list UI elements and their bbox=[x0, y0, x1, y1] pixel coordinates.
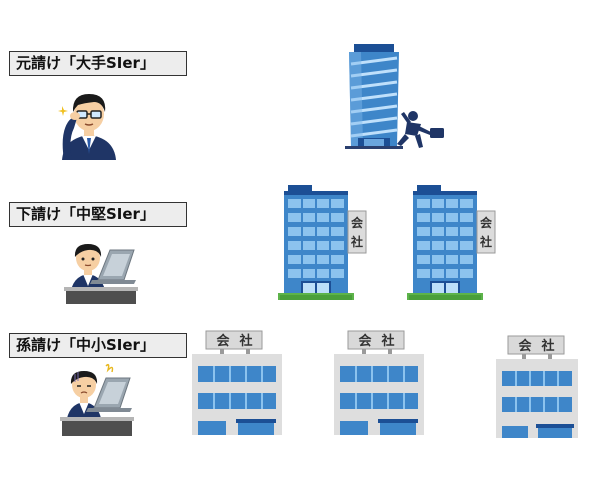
office-building-icon: 会 社 bbox=[407, 185, 496, 300]
sign-char-sha: 社 bbox=[350, 234, 363, 249]
sign-char-sha: 社 bbox=[380, 333, 394, 349]
tier-label-subcontractor: 下請け「中堅SIer」 bbox=[9, 202, 187, 227]
small-company-building-icon: 会 社 bbox=[334, 330, 424, 435]
tier-label-prime: 元請け「大手SIer」 bbox=[9, 51, 187, 76]
sign-char-sha: 社 bbox=[540, 338, 554, 354]
small-company-building-icon: 会 社 bbox=[192, 330, 282, 435]
falling-man-icon bbox=[397, 111, 444, 148]
sign-char-kai: 会 bbox=[480, 215, 493, 230]
tier-label-sub-subcontractor: 孫請け「中小SIer」 bbox=[9, 333, 187, 358]
sign-char-sha: 社 bbox=[238, 333, 252, 349]
tired-businessman-at-laptop-icon bbox=[60, 363, 134, 436]
sign-char-kai: 会 bbox=[518, 338, 532, 354]
sign-char-kai: 会 bbox=[351, 215, 364, 230]
small-company-building-icon: 会 社 bbox=[496, 335, 578, 438]
sign-char-kai: 会 bbox=[358, 333, 372, 349]
skyscraper-icon bbox=[345, 44, 444, 149]
businessman-at-laptop-icon bbox=[64, 244, 138, 304]
office-building-icon: 会 社 bbox=[278, 185, 367, 300]
businessman-adjusting-glasses-icon bbox=[58, 94, 116, 160]
sign-char-sha: 社 bbox=[479, 234, 492, 249]
sign-char-kai: 会 bbox=[216, 333, 230, 349]
